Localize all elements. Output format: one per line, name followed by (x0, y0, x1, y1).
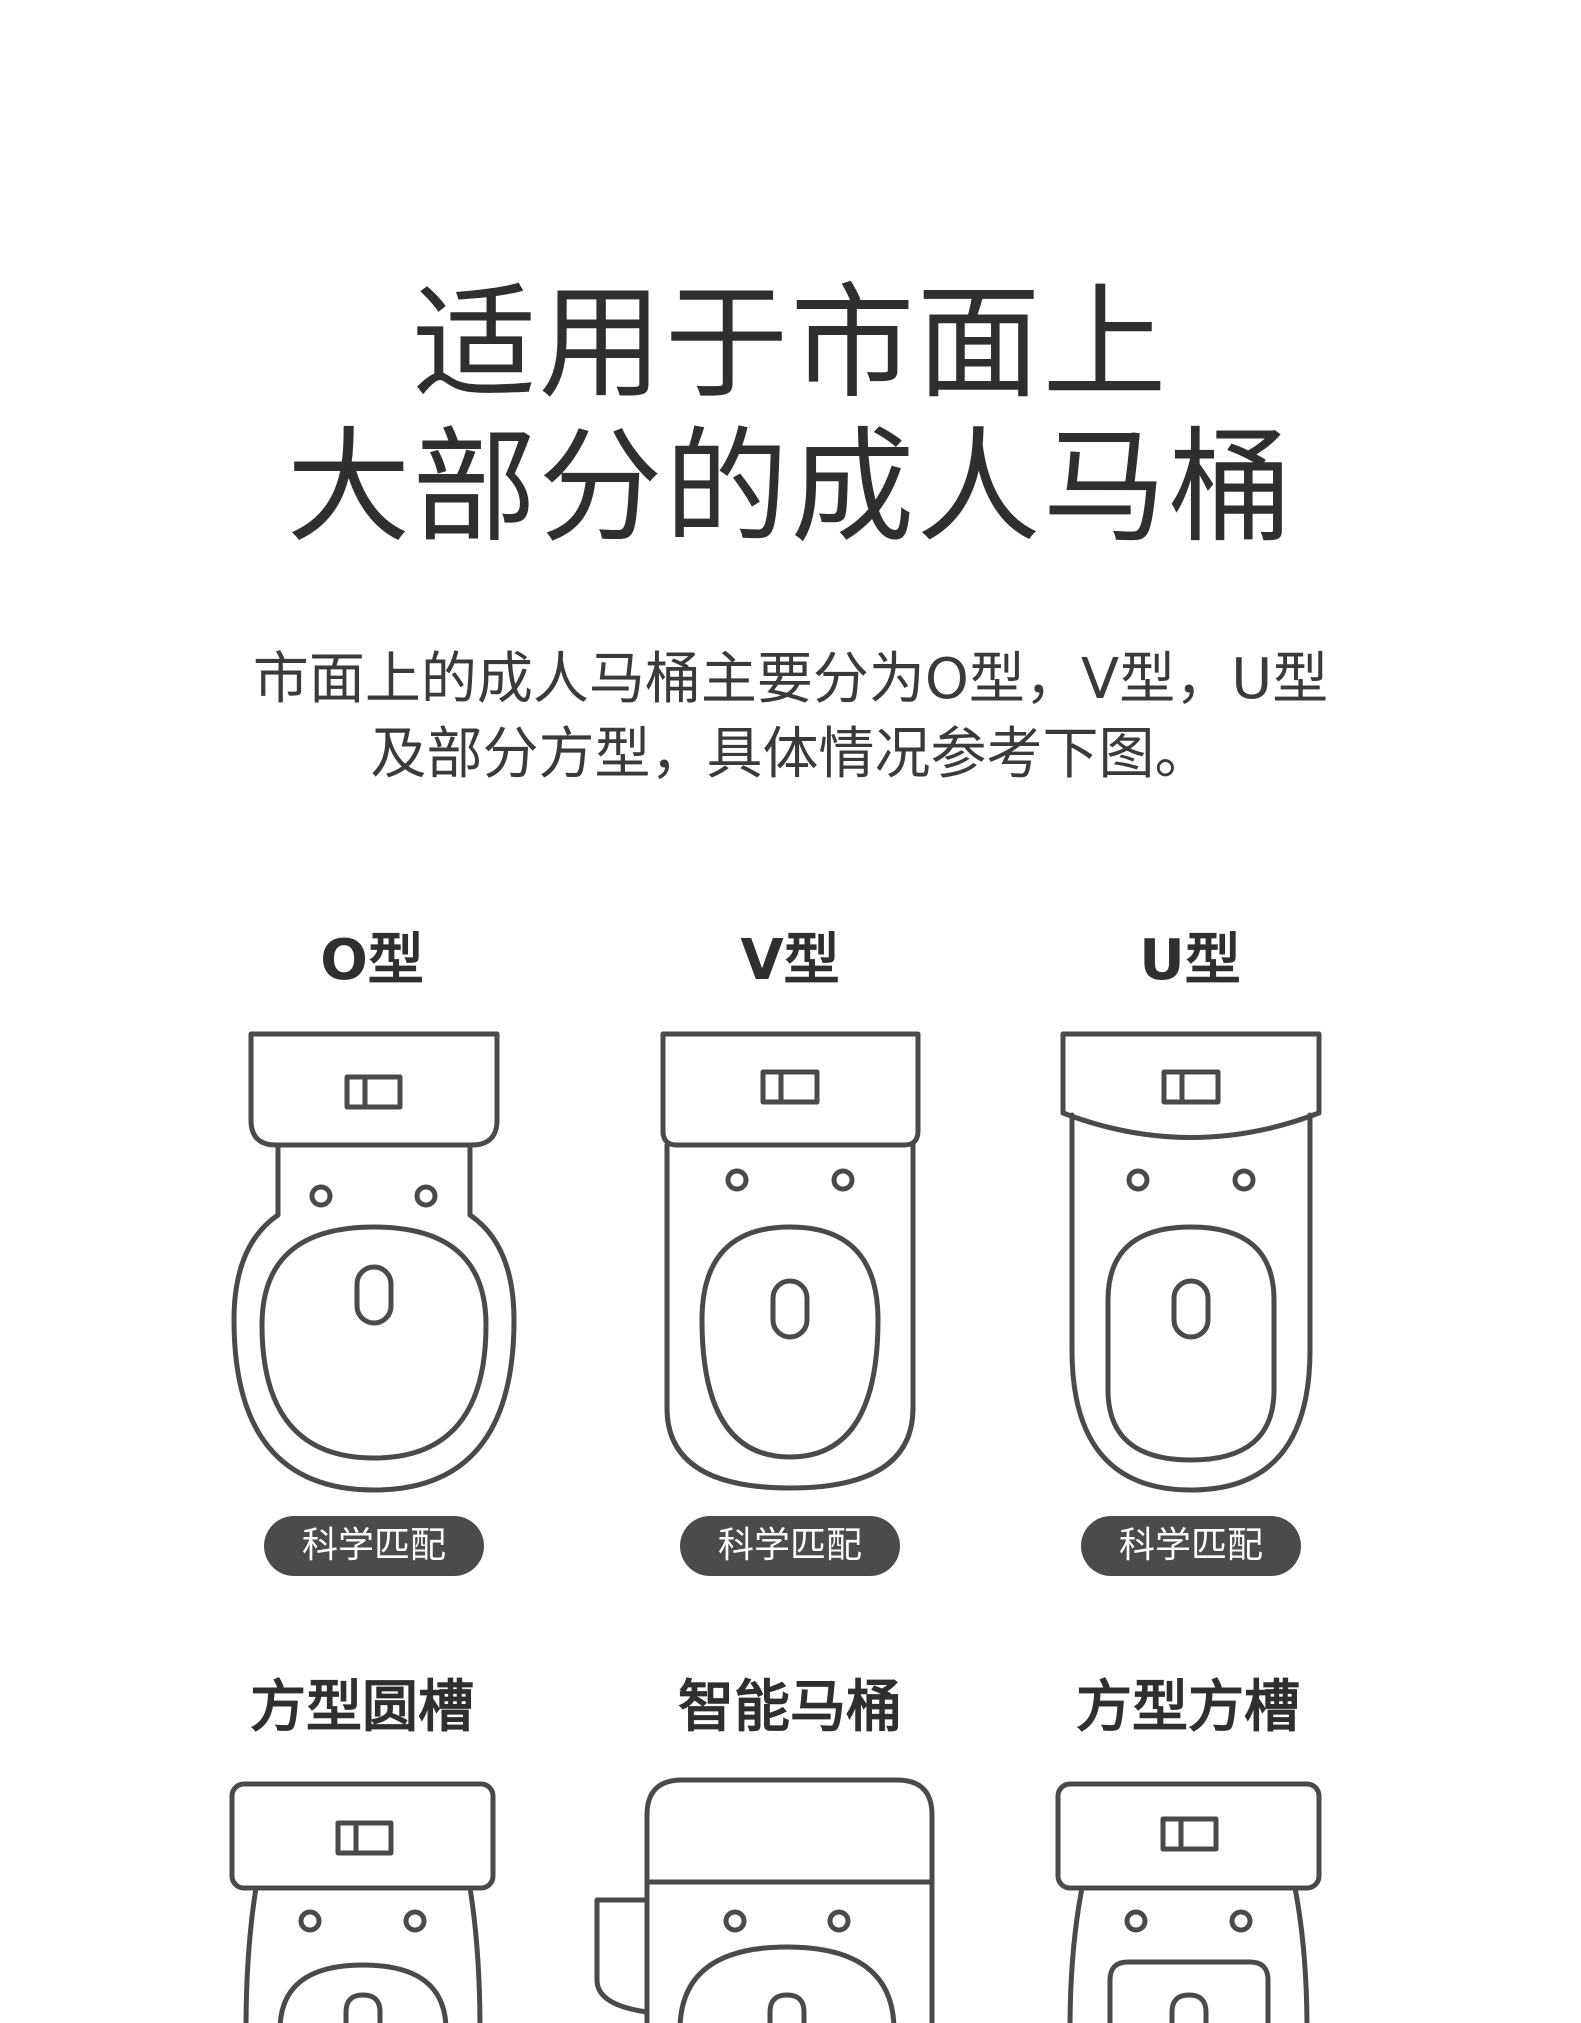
type-square-round-label-wrap: 方型圆槽 (162, 1680, 562, 1736)
description-line-1: 市面上的成人马桶主要分为O型，V型，U型 (252, 647, 1329, 712)
type-v-label-wrap: V型 (590, 933, 990, 989)
type-v-label: V型 (740, 928, 840, 993)
square-round-toilet-icon (229, 1781, 496, 2023)
description-line-2: 及部分方型，具体情况参考下图。 (370, 722, 1211, 787)
type-u-badge: 科学匹配 (1081, 1516, 1301, 1576)
u-shape-toilet-icon (1060, 1031, 1322, 1493)
type-square-square-label: 方型方槽 (1076, 1675, 1300, 1740)
heading-line-1: 适用于市面上 (412, 272, 1169, 416)
square-square-toilet-icon (1055, 1781, 1322, 2023)
heading-line-2: 大部分的成人马桶 (286, 416, 1295, 560)
v-shape-toilet-icon (660, 1031, 921, 1491)
type-square-square-label-wrap: 方型方槽 (988, 1680, 1388, 1736)
o-shape-toilet-icon (231, 1031, 517, 1493)
type-smart-label: 智能马桶 (678, 1675, 902, 1740)
type-u-label-wrap: U型 (990, 933, 1390, 989)
type-o-label-wrap: O型 (172, 933, 572, 989)
type-square-round-label: 方型圆槽 (250, 1675, 474, 1740)
type-v-badge: 科学匹配 (680, 1516, 900, 1576)
smart-toilet-icon (594, 1777, 935, 2023)
type-o-label: O型 (320, 928, 424, 993)
type-o-badge: 科学匹配 (264, 1516, 484, 1576)
type-u-label: U型 (1139, 928, 1241, 993)
type-smart-label-wrap: 智能马桶 (590, 1680, 990, 1736)
